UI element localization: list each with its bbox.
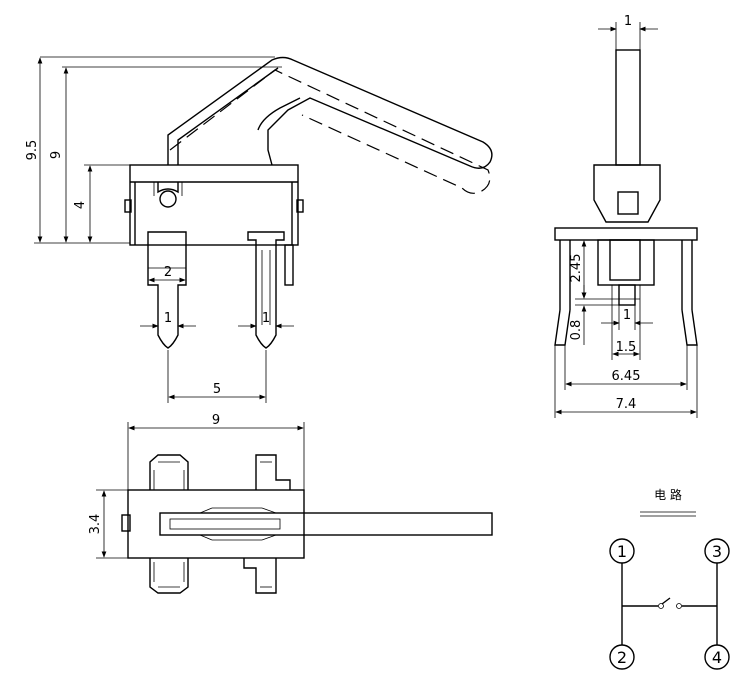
dim-total-height: 9.5 bbox=[25, 140, 40, 161]
dim-pin-width: 2 bbox=[164, 265, 172, 280]
right-pin bbox=[247, 231, 285, 349]
dim-0-8: 0.8 bbox=[569, 320, 584, 341]
lever-bar bbox=[159, 512, 493, 536]
terminal-4-label: 4 bbox=[712, 648, 722, 667]
top-view: 9 3.4 bbox=[88, 413, 493, 594]
actuator-stem bbox=[618, 284, 636, 306]
terminal-2-label: 2 bbox=[617, 648, 627, 667]
terminal-3-label: 3 bbox=[712, 542, 722, 561]
dim-width: 3.4 bbox=[88, 514, 103, 535]
end-view: 1 2.45 0.8 1 1.5 6.45 7.4 bbox=[554, 14, 698, 418]
dim-pin-pitch: 5 bbox=[213, 382, 221, 397]
dim-6-45: 6.45 bbox=[612, 369, 641, 384]
dim-lever-height: 9 bbox=[49, 151, 64, 159]
circuit-title: 电 路 bbox=[654, 487, 682, 502]
lever-stem bbox=[615, 49, 641, 166]
dim-lever-thickness: 1 bbox=[624, 14, 632, 29]
switch-body bbox=[129, 164, 299, 246]
actuator-lever bbox=[167, 56, 493, 169]
frame-top bbox=[554, 227, 698, 241]
dim-pin-tip-right: 1 bbox=[262, 311, 270, 326]
left-pin bbox=[147, 231, 187, 349]
side-view: 9.5 9 4 2 1 1 5 bbox=[25, 56, 493, 403]
dim-pin-tip-left: 1 bbox=[164, 311, 172, 326]
dim-1-5: 1.5 bbox=[616, 340, 637, 355]
terminal-1-label: 1 bbox=[617, 542, 627, 561]
dim-2-45: 2.45 bbox=[569, 254, 584, 283]
switch-contact bbox=[661, 597, 671, 605]
body-outline bbox=[127, 489, 305, 559]
pivot-hole bbox=[159, 190, 177, 208]
circuit-diagram: 电 路 1 3 2 4 bbox=[609, 487, 730, 670]
dim-7-4: 7.4 bbox=[616, 397, 637, 412]
dim-body-height: 4 bbox=[73, 201, 88, 209]
dim-stem: 1 bbox=[623, 308, 631, 323]
dim-length: 9 bbox=[212, 413, 220, 428]
